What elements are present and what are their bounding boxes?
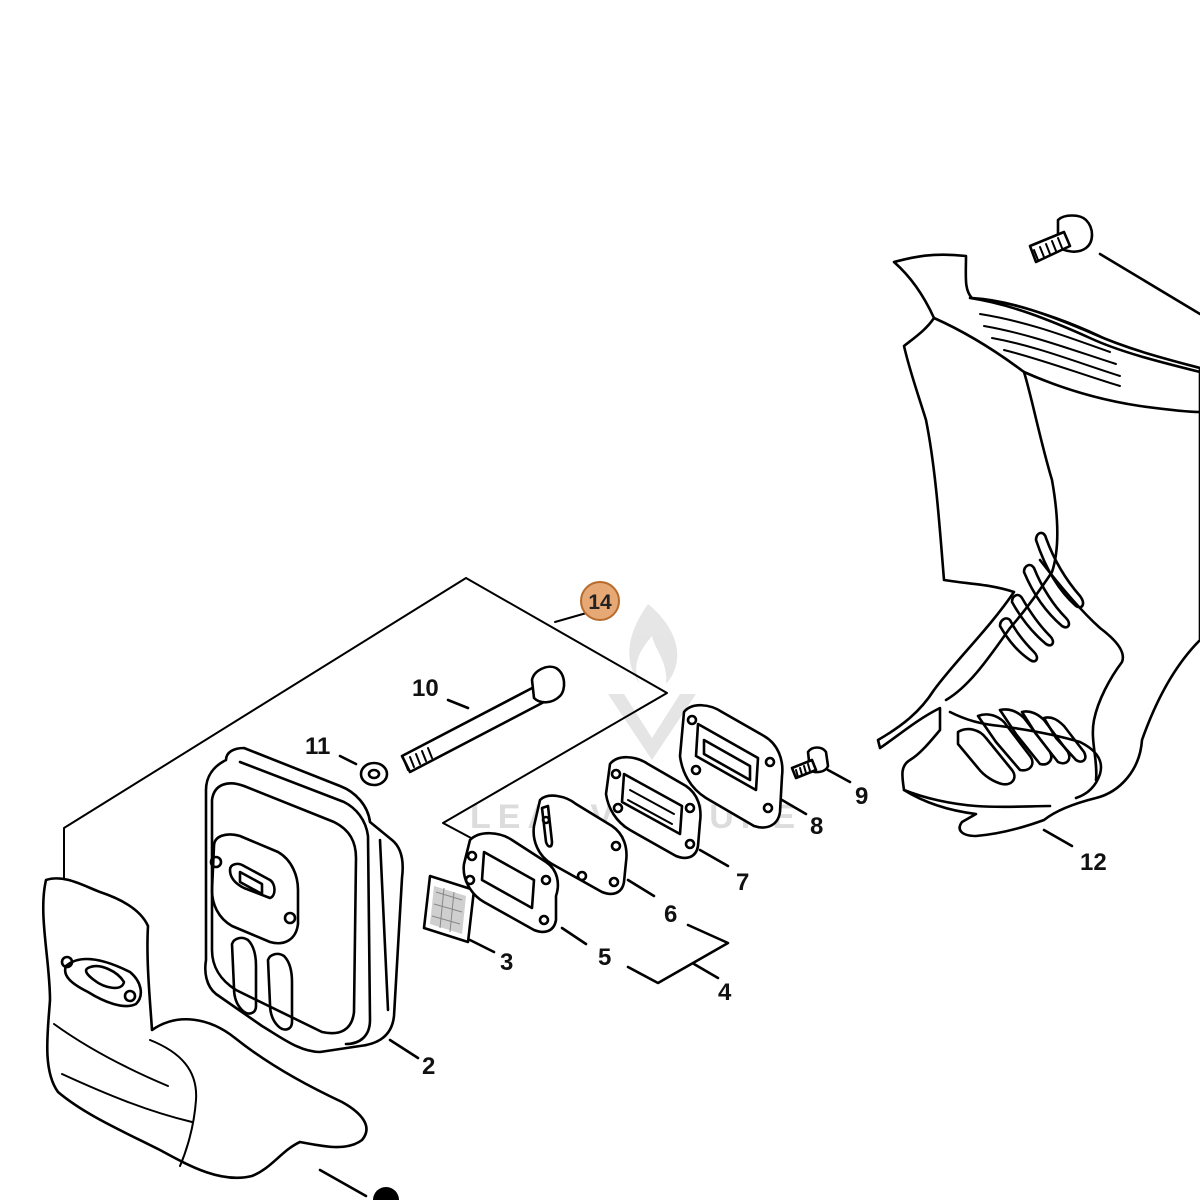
cooling-slots-top [979, 299, 1121, 387]
gasket-part-5 [462, 831, 560, 934]
callout-12: 12 [1080, 849, 1107, 876]
highlighted-callout-14: 14 [580, 581, 620, 621]
callout-labels: 10 11 2 3 5 4 6 7 8 9 12 [305, 675, 1107, 1080]
callout-6: 6 [664, 901, 677, 928]
cooling-slots-middle [998, 531, 1085, 663]
callout-8: 8 [810, 813, 823, 840]
bolt-part-10 [400, 665, 566, 774]
exhaust-plate-part-1 [41, 877, 368, 1180]
watermark-v-icon [608, 694, 696, 760]
washer-part-11 [359, 761, 389, 787]
callout-14: 14 [588, 591, 612, 614]
callout-5: 5 [598, 944, 611, 971]
highlight-circle [580, 581, 620, 621]
callout-4: 4 [718, 979, 732, 1006]
gasket-part-7 [604, 755, 702, 860]
callout-11: 11 [305, 733, 330, 760]
leader-lines [338, 698, 1074, 1060]
assembly-bracket [63, 577, 668, 881]
watermark-flame-icon [629, 604, 678, 684]
flange-part-8 [678, 703, 784, 829]
cooling-slots-bottom [956, 708, 1087, 786]
screw-part-9 [790, 746, 830, 780]
callout-3: 3 [500, 949, 513, 976]
callout-9: 9 [855, 783, 868, 810]
shroud-part-12 [876, 253, 1200, 838]
callout-7: 7 [736, 869, 749, 896]
callout-2: 2 [422, 1053, 435, 1080]
callout-10: 10 [412, 675, 439, 702]
muffler-part-2 [204, 746, 404, 1054]
callout-1-partial [318, 1168, 399, 1200]
shroud-bolt [1028, 214, 1200, 316]
screen-part-3 [422, 874, 476, 944]
plate-part-6 [532, 794, 628, 896]
